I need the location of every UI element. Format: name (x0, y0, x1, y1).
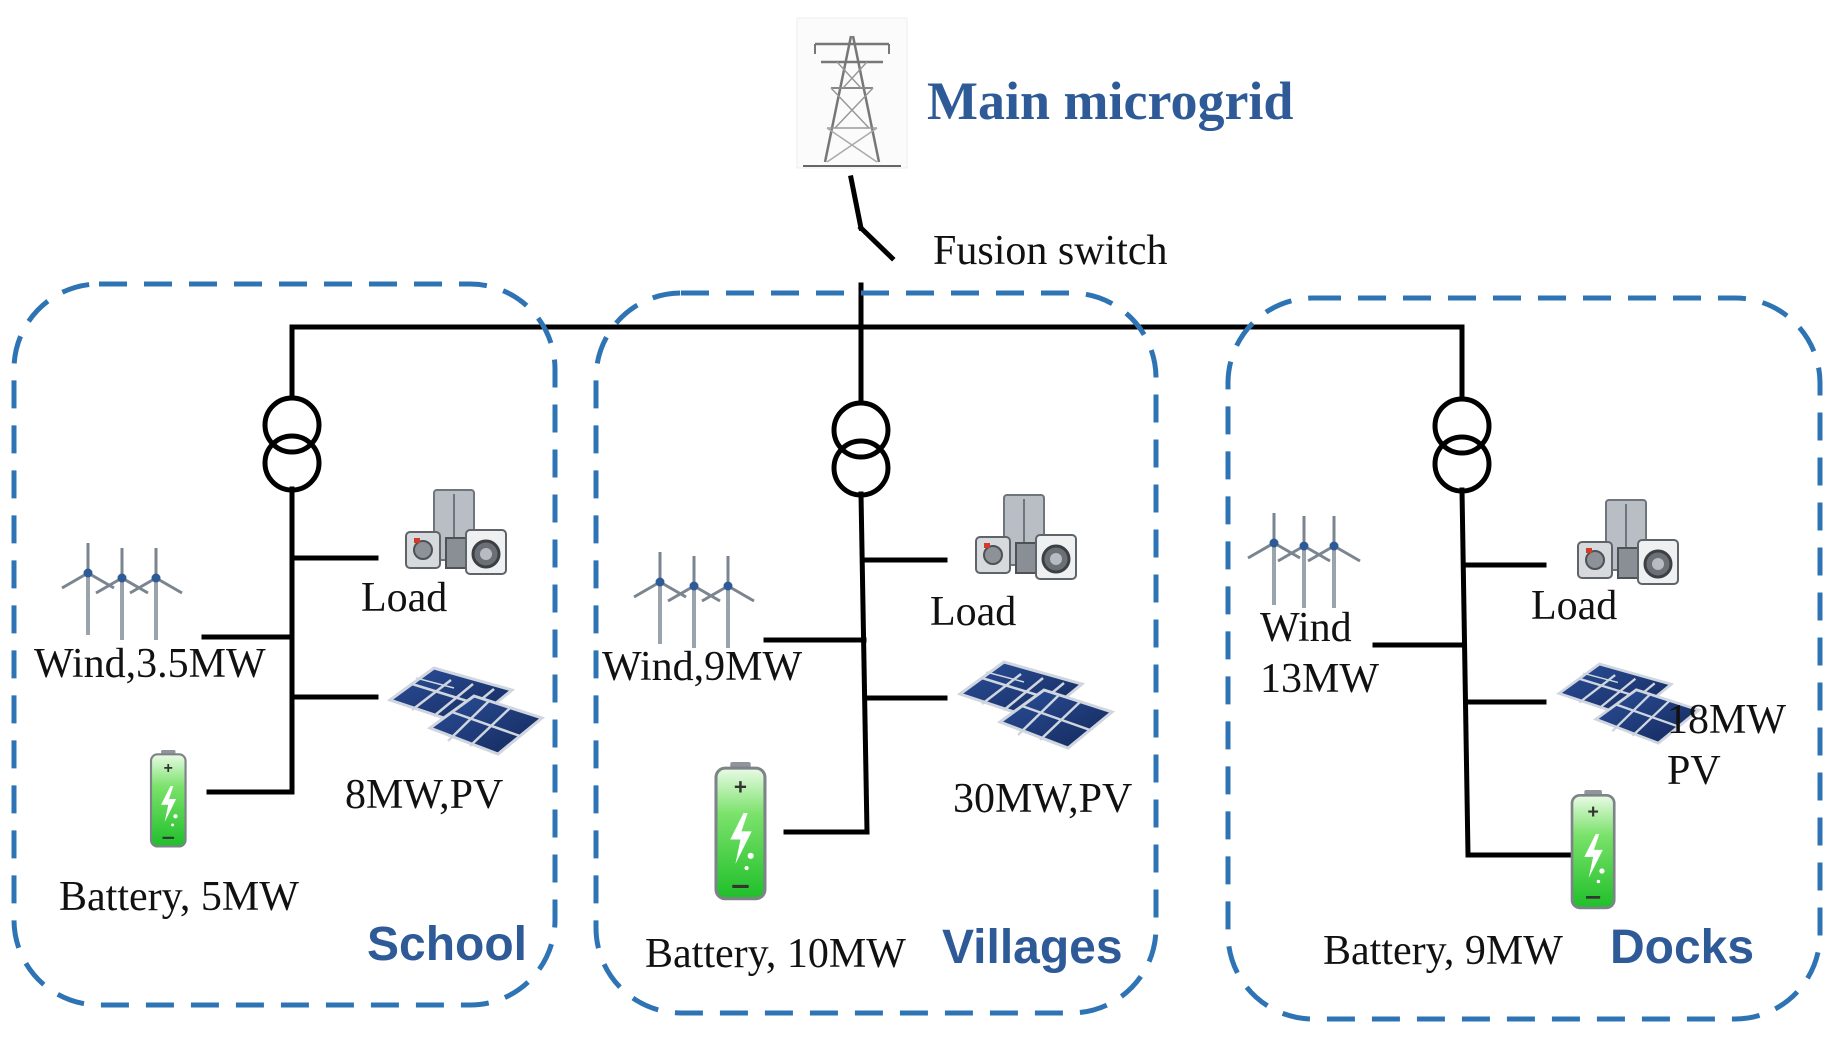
school-load-label: Load (361, 575, 447, 621)
docks-pv-label-line1: 18MW (1667, 697, 1786, 743)
microgrid-docks: Wind 13MW Load 18MW PV Battery, 9MW Dock… (1225, 295, 1823, 1022)
wind-turbine-icon (1246, 511, 1362, 610)
docks-region-label: Docks (1610, 921, 1754, 974)
docks-wind-label-line1: Wind (1260, 605, 1352, 651)
docks-battery-label: Battery, 9MW (1323, 928, 1563, 974)
load-appliance-icon (974, 493, 1078, 581)
main-microgrid-title: Main microgrid (927, 71, 1293, 131)
wind-turbine-icon (632, 550, 756, 650)
transformer-icon (265, 398, 319, 490)
docks-battery-icon (1570, 788, 1616, 910)
transformer-icon (834, 403, 888, 495)
villages-load-label: Load (930, 589, 1016, 635)
solar-panel-icon (958, 660, 1114, 750)
docks-load-label: Load (1531, 583, 1617, 629)
villages-wind-label: Wind,9MW (602, 644, 802, 690)
solar-panel-icon (388, 666, 544, 756)
load-appliance-icon (404, 488, 508, 576)
docks-pv-label-line2: PV (1667, 748, 1721, 794)
school-battery-label: Battery, 5MW (59, 874, 299, 920)
villages-pv-label: 30MW,PV (953, 776, 1132, 822)
school-wind-label: Wind,3.5MW (34, 641, 266, 687)
load-appliance-icon (1576, 498, 1680, 586)
villages-battery-icon (714, 760, 767, 901)
transmission-tower-icon (796, 17, 908, 169)
school-region-label: School (367, 918, 527, 971)
villages-battery-label: Battery, 10MW (645, 931, 906, 977)
wind-turbine-icon (60, 541, 184, 642)
docks-wind-label-line2: 13MW (1260, 656, 1379, 702)
villages-boundary (593, 290, 1159, 1016)
fusion-switch (848, 175, 896, 327)
school-battery-icon (149, 748, 187, 848)
fusion-switch-label: Fusion switch (933, 228, 1168, 274)
microgrid-villages: Wind,9MW Load 30MW,PV Battery, 10MW Vill… (593, 290, 1159, 1016)
transformer-icon (1435, 399, 1489, 491)
docks-boundary (1225, 295, 1823, 1022)
villages-region-label: Villages (942, 921, 1123, 974)
school-pv-label: 8MW,PV (345, 772, 503, 818)
microgrid-school: Wind,3.5MW Load 8MW,PV Battery, 5MW Scho… (11, 281, 558, 1008)
school-boundary (11, 281, 558, 1008)
